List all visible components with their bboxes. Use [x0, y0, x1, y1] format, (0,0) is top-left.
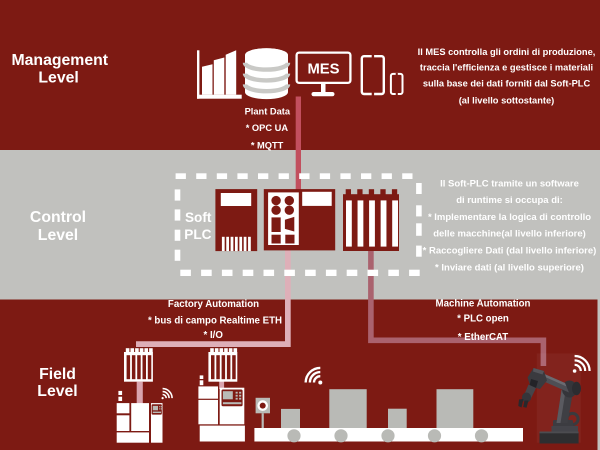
svg-text:Factory Automation: Factory Automation	[168, 299, 259, 310]
svg-text:Level: Level	[38, 70, 78, 87]
svg-text:Control: Control	[30, 209, 86, 226]
svg-text:* PLC open: * PLC open	[457, 313, 509, 324]
svg-text:* Raccogliere Dati (dal livell: * Raccogliere Dati (dal livello inferior…	[423, 245, 597, 256]
svg-text:* Inviare dati (al livello sup: * Inviare dati (al livello superiore)	[435, 263, 584, 274]
svg-text:* I/O: * I/O	[204, 330, 224, 341]
svg-text:* Implementare la logica di co: * Implementare la logica di controllo	[428, 212, 591, 223]
svg-text:* MQTT: * MQTT	[251, 140, 284, 150]
svg-text:* OPC UA: * OPC UA	[246, 123, 289, 133]
svg-text:PLC: PLC	[184, 227, 211, 242]
svg-text:di runtime si occupa di:: di runtime si occupa di:	[456, 195, 563, 206]
svg-text:Field: Field	[39, 366, 76, 383]
svg-text:Machine Automation: Machine Automation	[436, 299, 531, 310]
svg-text:(al livello sottostante): (al livello sottostante)	[459, 95, 555, 105]
svg-text:Plant Data: Plant Data	[245, 107, 291, 117]
svg-text:traccia l'efficienza e gestisc: traccia l'efficienza e gestisce i materi…	[420, 63, 593, 73]
svg-text:Level: Level	[38, 227, 78, 244]
svg-text:delle macchine(al livello infe: delle macchine(al livello inferiore)	[433, 229, 586, 240]
svg-text:Level: Level	[37, 383, 77, 400]
svg-text:MES: MES	[307, 61, 339, 77]
svg-text:Soft: Soft	[185, 210, 212, 225]
svg-text:sulla base dei dati forniti da: sulla base dei dati forniti dal Soft-PLC	[423, 79, 591, 89]
svg-text:Il MES controlla gli ordini di: Il MES controlla gli ordini di produzion…	[418, 47, 596, 57]
svg-text:Il Soft-PLC tramite un softwar: Il Soft-PLC tramite un software	[440, 179, 579, 190]
svg-text:* EtherCAT: * EtherCAT	[458, 332, 508, 343]
svg-text:* bus di campo Realtime ETH: * bus di campo Realtime ETH	[148, 316, 282, 327]
svg-text:Management: Management	[11, 52, 108, 69]
